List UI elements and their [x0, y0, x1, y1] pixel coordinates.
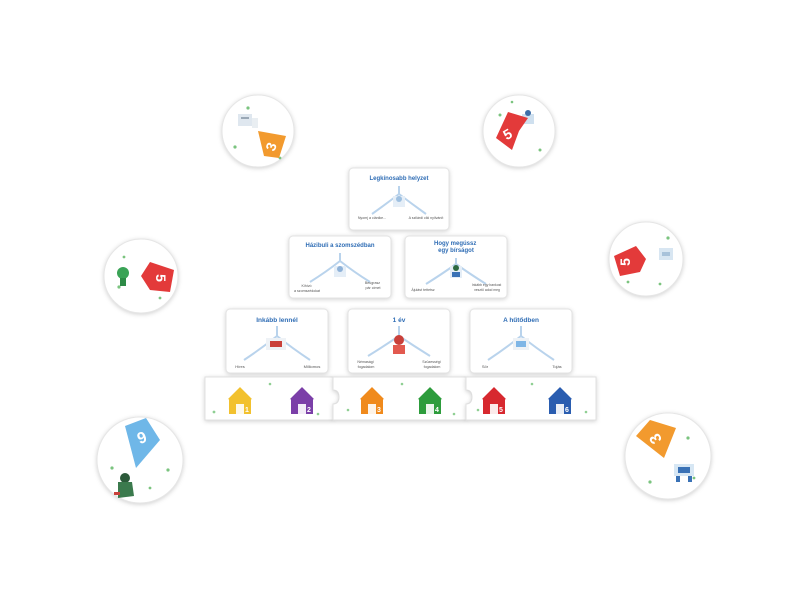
house-list: 1 2 3 4 5 6	[224, 384, 576, 414]
card-option-right-line2: fogadalom	[424, 365, 441, 369]
spinner-number: 5	[153, 274, 169, 282]
house-door	[426, 404, 434, 414]
house-door	[556, 404, 564, 414]
house-number: 2	[307, 407, 311, 414]
house-6[interactable]: 6	[544, 384, 576, 414]
card-title: A hűtődben	[503, 317, 539, 324]
character-illustration	[513, 338, 529, 350]
house-track	[204, 376, 597, 421]
card-option-right-line1: Szüzességi	[422, 360, 441, 364]
card-mid-right[interactable]: Hogy megússz egy bírságot Ájulást tettet…	[404, 235, 508, 299]
card-option-left: Sör	[482, 364, 489, 369]
house-door	[490, 404, 498, 414]
house-number: 3	[377, 407, 381, 414]
character-illustration	[522, 110, 534, 124]
card-option-left-line2: fogadalom	[358, 365, 375, 369]
house-number: 5	[499, 407, 503, 414]
character-illustration	[334, 266, 346, 277]
card-mid-left[interactable]: Házibuli a szomszédban Kihívó a szomszéd…	[288, 235, 392, 299]
card-option-left: Ájulást tettetsz	[411, 288, 435, 292]
spinner-bottom-left[interactable]: 6	[96, 416, 184, 504]
house-number: 6	[565, 407, 569, 414]
card-option-right: A szilárdi ciki nyilvánít	[409, 216, 444, 220]
character-illustration	[450, 265, 462, 278]
character-illustration	[238, 114, 258, 128]
spinner-arrow	[636, 420, 676, 458]
card-bottom-right[interactable]: A hűtődben Sör Tojás	[469, 308, 573, 374]
card-bottom-left[interactable]: Inkább lennél Híres Milliomos	[225, 308, 329, 374]
spinner-arrow	[496, 112, 528, 150]
card-option-left-line1: Némasági	[357, 360, 373, 364]
spinner-arrow	[141, 262, 174, 292]
snowflake-icon	[233, 106, 282, 160]
spinner-arrow	[614, 246, 646, 276]
split-arrow-icon	[309, 253, 371, 283]
card-option-right-line1: Inkább egy bankost	[472, 283, 501, 287]
spinner-top-left[interactable]: 3	[221, 94, 295, 168]
character-illustration	[674, 464, 694, 482]
split-arrow-icon	[425, 258, 487, 285]
house-number: 4	[435, 407, 439, 414]
card-title: Házibuli a szomszédban	[305, 243, 374, 249]
house-number: 1	[245, 407, 249, 414]
snowflake-icon	[648, 436, 696, 484]
card-title: 1 év	[393, 317, 406, 324]
card-bottom-mid[interactable]: 1 év Némasági fogadalom Szüzességi fogad…	[347, 308, 451, 374]
card-option-left-line1: Kihívó	[302, 284, 312, 288]
spinner-mid-left[interactable]: 5	[103, 238, 179, 314]
card-title-line2: egy bírságot	[438, 248, 474, 254]
spinner-arrow	[125, 418, 160, 468]
house-4[interactable]: 4	[414, 384, 446, 414]
character-illustration	[659, 248, 673, 260]
spinner-mid-right[interactable]: 5	[608, 221, 684, 297]
character-illustration	[393, 196, 405, 207]
house-door	[298, 404, 306, 414]
card-title-line1: Hogy megússz	[434, 241, 476, 247]
card-option-right-line2: pár címet	[366, 286, 381, 290]
card-option-right-line1: Beugrasz	[365, 281, 380, 285]
spinner-top-right[interactable]: 5	[482, 94, 556, 168]
card-option-left-line2: a szomszédokat	[294, 289, 320, 293]
card-title: Inkább lennél	[256, 317, 298, 324]
card-title: Legkínosabb helyzet	[369, 176, 428, 182]
character-illustration	[114, 473, 134, 498]
card-option-left: Kihívó a szomszédokat	[294, 284, 320, 293]
card-title: Hogy megússz egy bírságot	[434, 241, 478, 254]
house-1[interactable]: 1	[224, 384, 256, 414]
card-option-right: Beugrasz pár címet	[365, 281, 381, 290]
spinner-number: 5	[617, 258, 633, 266]
snowflake-icon	[110, 466, 170, 490]
card-option-right: Tojás	[552, 364, 561, 369]
character-illustration	[117, 267, 129, 286]
card-option-right: Inkább egy bankost vesztő adod meg	[472, 283, 502, 292]
card-option-left: Némasági fogadalom	[357, 360, 374, 369]
spinner-arrow	[258, 131, 286, 158]
character-illustration	[266, 338, 286, 350]
card-top[interactable]: Legkínosabb helyzet Nyomj a ciánike... A…	[348, 167, 450, 231]
house-door	[236, 404, 244, 414]
split-arrow-icon	[371, 186, 427, 215]
house-3[interactable]: 3	[356, 384, 388, 414]
card-option-right-line2: vesztő adod meg	[474, 288, 500, 292]
spinner-bottom-right[interactable]: 3	[624, 412, 712, 500]
character-illustration	[393, 335, 405, 354]
house-door	[368, 404, 376, 414]
house-2[interactable]: 2	[286, 384, 318, 414]
card-option-right: Milliomos	[304, 364, 321, 369]
house-5[interactable]: 5	[478, 384, 510, 414]
card-option-left: Nyomj a ciánike...	[358, 216, 386, 220]
card-option-left: Híres	[235, 364, 245, 369]
snowflake-icon	[498, 100, 542, 152]
card-option-right: Szüzességi fogadalom	[422, 360, 441, 369]
snowflake-icon	[626, 236, 670, 286]
snowflake-icon	[117, 255, 162, 300]
snowflake-icon	[212, 382, 588, 416]
